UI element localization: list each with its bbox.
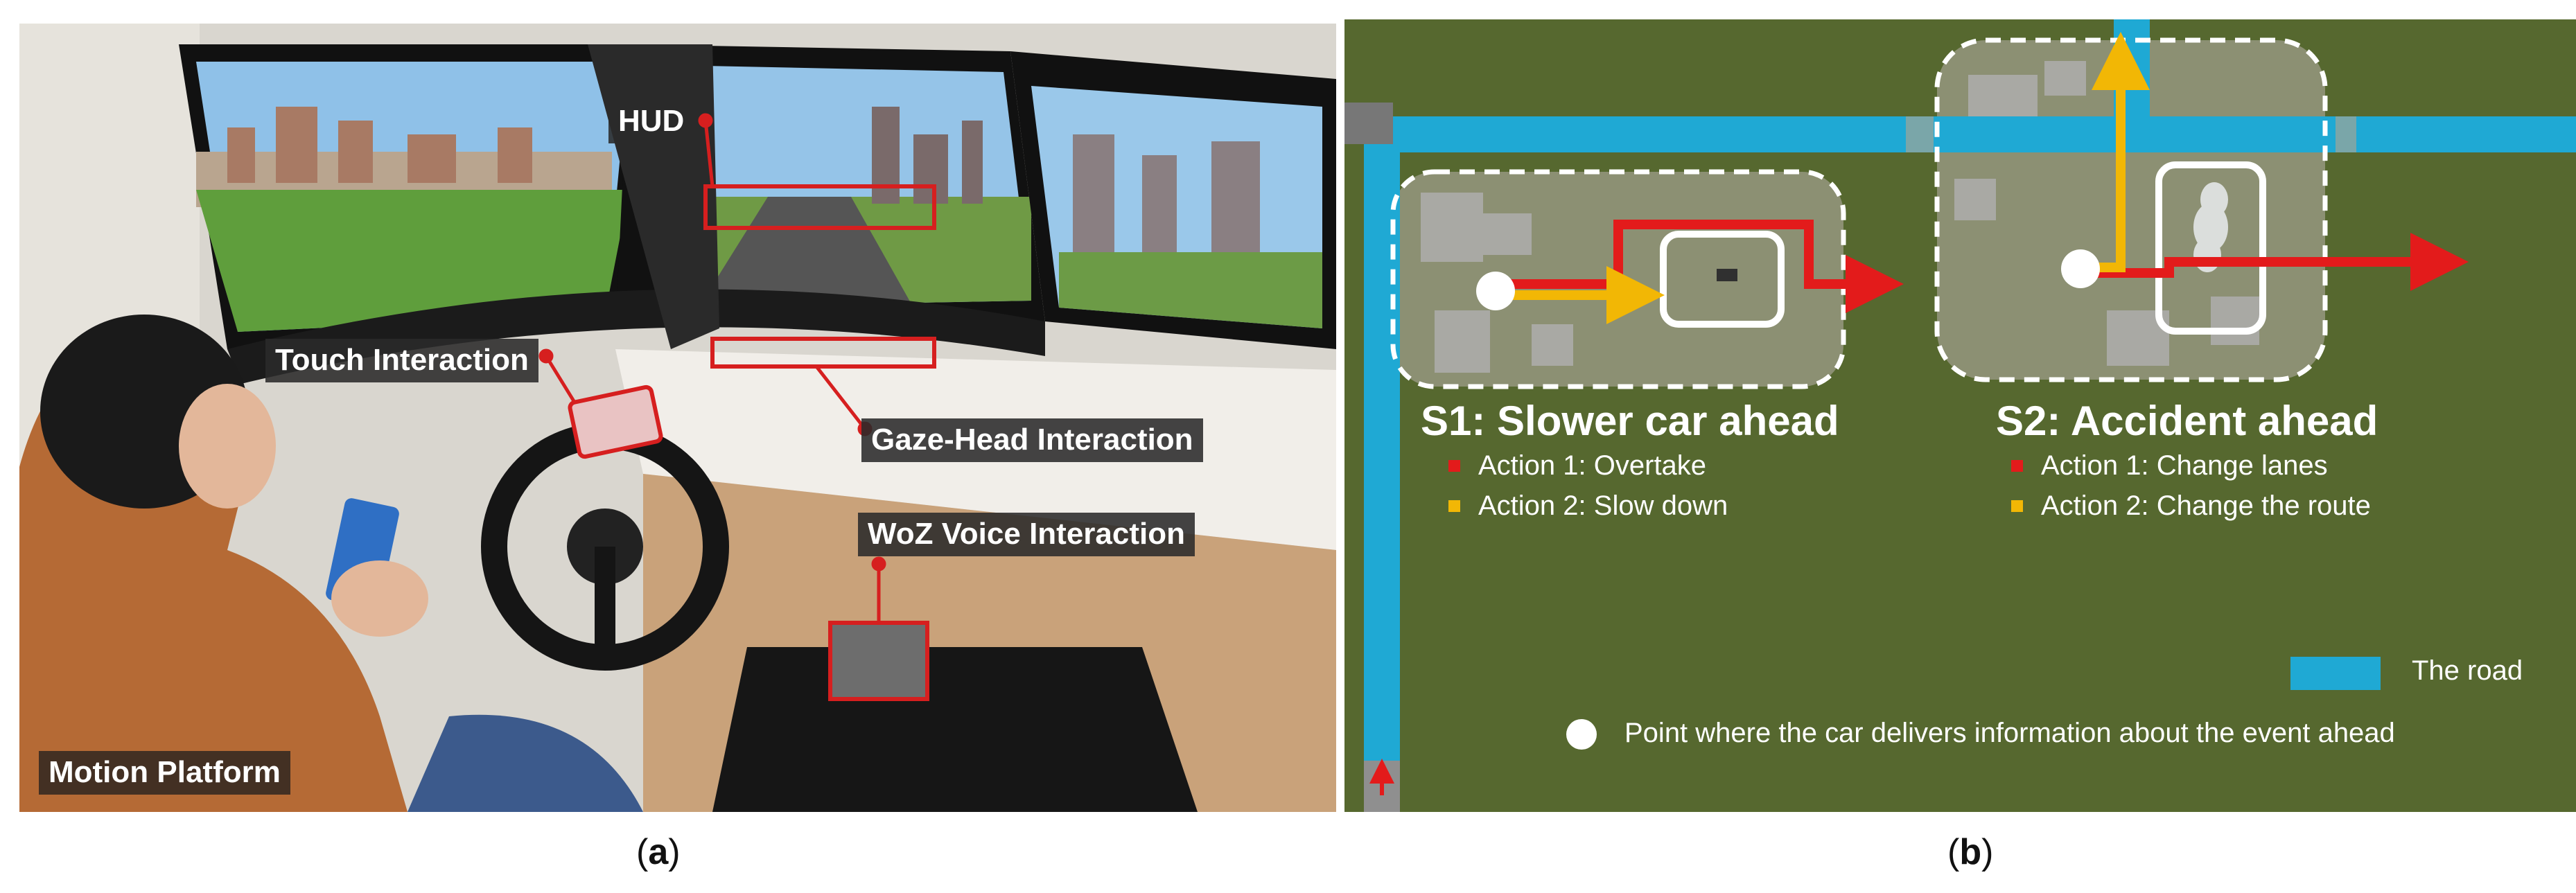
motion-platform-base — [712, 647, 1198, 812]
s1-action2: Action 2: Slow down — [1448, 490, 1728, 522]
s2-title: S2: Accident ahead — [1996, 398, 2378, 444]
s1-action1-marker — [1448, 460, 1460, 472]
touch-highlight — [568, 384, 663, 459]
s2-action2-marker — [2011, 500, 2023, 512]
s2-action1-marker — [2011, 460, 2023, 472]
gaze-head-interaction-label: Gaze-Head Interaction — [861, 418, 1203, 462]
s1-action1-path — [1496, 220, 1904, 313]
legend-road-label: The road — [2412, 655, 2523, 686]
scenario-map: S1: Slower car ahead Action 1: Overtake … — [1344, 19, 2576, 812]
s1-title: S1: Slower car ahead — [1421, 398, 1839, 444]
road-map — [1344, 19, 2576, 812]
s2-info-point — [2061, 249, 2100, 288]
s2-action1-path — [2080, 233, 2469, 291]
s1-action1: Action 1: Overtake — [1448, 450, 1706, 481]
s2-action1: Action 1: Change lanes — [2011, 450, 2328, 481]
s1-info-point — [1476, 272, 1515, 310]
touch-interaction-label: Touch Interaction — [265, 339, 538, 382]
motion-platform-label: Motion Platform — [39, 751, 290, 795]
caption-b: (b) — [1947, 832, 1994, 872]
legend-point-marker — [1566, 719, 1597, 750]
gaze-highlight — [710, 337, 936, 369]
legend-road-swatch — [2290, 657, 2381, 690]
hud-highlight — [703, 184, 936, 230]
driving-simulator-photo: HUD Touch Interaction Gaze-Head Interact… — [19, 24, 1336, 812]
legend-point-label: Point where the car delivers information… — [1624, 718, 2395, 748]
woz-voice-interaction-label: WoZ Voice Interaction — [858, 513, 1195, 556]
accident-box — [2155, 161, 2266, 335]
s2-action2: Action 2: Change the route — [2011, 490, 2371, 522]
caption-a: (a) — [636, 832, 681, 872]
s1-action2-marker — [1448, 500, 1460, 512]
hud-label: HUD — [608, 100, 694, 143]
